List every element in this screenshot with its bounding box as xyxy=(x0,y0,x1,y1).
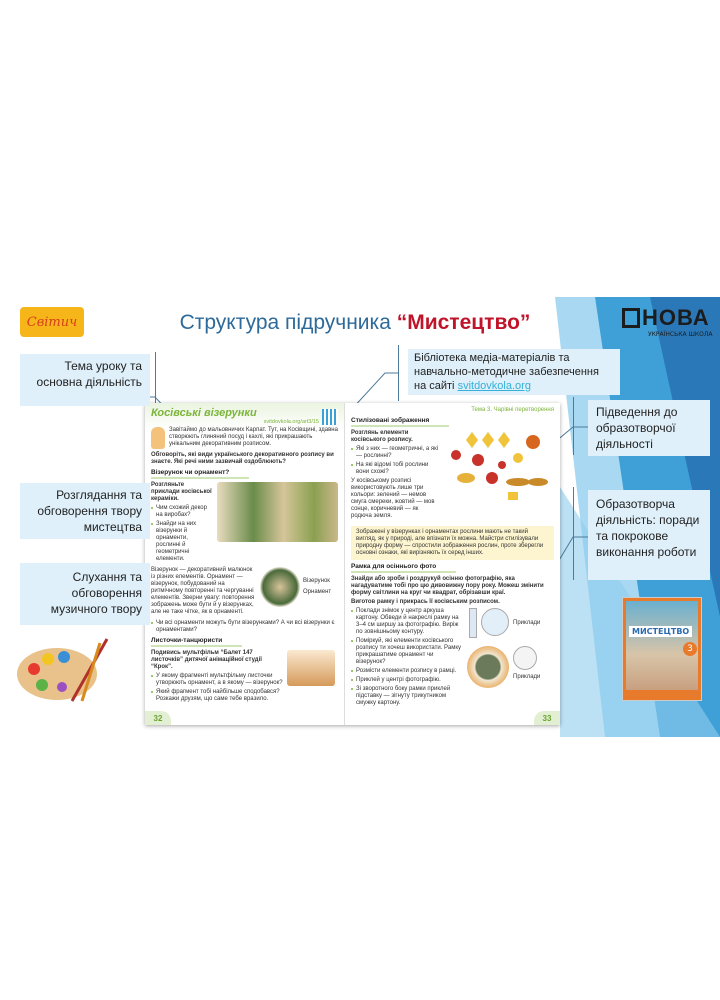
step: Поміркуй, які елементи косівського розпи… xyxy=(351,638,463,666)
section-title: Візерунок чи орнамент? xyxy=(151,469,250,479)
task-text: Знайди або зроби і роздрукуй осінню фото… xyxy=(351,576,544,596)
ceramics-photo xyxy=(217,482,338,542)
page-number: 32 xyxy=(145,711,171,725)
note-box: Зображені у візерунках і орнаментах росл… xyxy=(351,526,554,560)
step: Поклади знімок у центр аркуша картону. О… xyxy=(351,608,463,636)
callout-lead-in: Підведення до образотворчої діяльності xyxy=(588,400,710,456)
lesson-title: Косівські візерунки xyxy=(151,407,257,419)
connector xyxy=(155,352,156,412)
svitych-logo: Світич xyxy=(20,307,84,337)
section-title: Листочки-танцюристи xyxy=(151,637,243,647)
textbook-spread: Косівські візерунки svitdovkola.org/art3… xyxy=(145,403,560,725)
watch-text: Подивись мультфільм “Балет 147 листочків… xyxy=(151,650,262,670)
nova-name: НОВА xyxy=(642,305,710,330)
glue-label: Приклади xyxy=(513,620,541,626)
callout-lesson-topic: Тема уроку та основна діяльність xyxy=(20,354,150,406)
lesson-url[interactable]: svitdovkola.org/art3/15 xyxy=(263,419,319,425)
connector xyxy=(573,487,574,580)
question: На які відомі тобі рослини вони схожі? xyxy=(351,462,439,476)
callout-media-library: Бібліотека медіа-матеріалів та навчально… xyxy=(408,349,620,395)
question: Які з них — геометричні, а які — рослинн… xyxy=(351,446,439,460)
chapter-header: Тема 3. Чарівні перетворення xyxy=(471,407,554,413)
svitdovkola-link[interactable]: svitdovkola.org xyxy=(457,380,531,392)
colors-text: У косівському розписі використовують лиш… xyxy=(351,478,435,519)
palette-icon xyxy=(17,638,109,702)
question: Чи всі орнаменти можуть бути візерунками… xyxy=(151,620,338,634)
title-main: Структура підручника xyxy=(179,311,397,334)
look-text: Розглянь елементи косівського розпису. xyxy=(351,430,413,443)
label-pattern: Візерунок xyxy=(303,578,330,584)
callout-artwork-review: Розглядання та обговорення твору мистецт… xyxy=(20,483,150,539)
question: У якому фрагменті мультфільму листочки у… xyxy=(151,673,283,687)
paper-strip xyxy=(469,608,477,638)
question: Знайди на них візерунки й орнаменти, рос… xyxy=(151,521,213,563)
glue-label: Приклади xyxy=(513,674,541,680)
character-icon xyxy=(151,427,165,449)
title-highlight: “Мистецтво” xyxy=(396,311,531,334)
question: Чим схожий декор на виробах? xyxy=(151,505,213,519)
cartoon-still xyxy=(287,650,335,686)
definition-text: Візерунок — декоративний малюнок із різн… xyxy=(151,567,255,615)
connector xyxy=(398,345,399,401)
callout-art-activity: Образотворча діяльність: поради та покро… xyxy=(588,490,710,580)
callout-music-listening: Слухання та обговорення музичного твору xyxy=(20,563,150,625)
cover-title: МИСТЕЦТВО xyxy=(629,626,693,637)
cover-grade: 3 xyxy=(683,642,697,656)
step: Приклей у центрі фотографію. xyxy=(351,677,463,684)
page-left: Косівські візерунки svitdovkola.org/art3… xyxy=(145,403,345,725)
discuss-text: Обговоріть, які види українського декора… xyxy=(151,452,334,465)
media-library-text: Бібліотека медіа-матеріалів та навчально… xyxy=(414,352,599,392)
section-title: Рамка для осіннього фото xyxy=(351,563,457,573)
cardboard-circle xyxy=(481,608,509,636)
nova-emblem-icon xyxy=(622,308,640,328)
step: Розмісти елементи розпису в рамці. xyxy=(351,668,463,675)
plate-photo xyxy=(260,567,300,607)
note-text: Зображені у візерунках і орнаментах росл… xyxy=(356,529,544,556)
nova-subtitle: УКРАЇНСЬКА ШКОЛА xyxy=(648,331,713,338)
textbook-cover: МИСТЕЦТВО 3 xyxy=(622,597,702,701)
qr-code-icon[interactable] xyxy=(322,409,338,425)
frame-photo xyxy=(467,646,509,688)
frame-back xyxy=(513,646,537,670)
ornament-elements-icon xyxy=(451,432,548,500)
nova-logo: НОВА УКРАЇНСЬКА ШКОЛА xyxy=(622,305,714,345)
question: Який фрагмент тобі найбільше сподобався?… xyxy=(151,689,283,703)
logo-text: Світич xyxy=(26,314,78,330)
step: Зі зворотного боку рамки приклей підстав… xyxy=(351,686,463,707)
connector xyxy=(573,397,574,455)
label-ornament: Орнамент xyxy=(303,589,332,595)
slide: Світич Структура підручника “Мистецтво” … xyxy=(0,297,720,737)
section-title: Стилізовані зображення xyxy=(351,417,450,427)
intro-text: Завітаймо до мальовничих Карпат. Тут, на… xyxy=(169,427,338,447)
page-right: Тема 3. Чарівні перетворення Стилізовані… xyxy=(345,403,560,725)
page-number: 33 xyxy=(534,711,560,725)
task-text: Виготов рамку і прикрась її косівським р… xyxy=(351,599,500,605)
look-text: Розгляньте приклади косівської кераміки. xyxy=(151,482,212,502)
slide-title: Структура підручника “Мистецтво” xyxy=(150,311,560,335)
